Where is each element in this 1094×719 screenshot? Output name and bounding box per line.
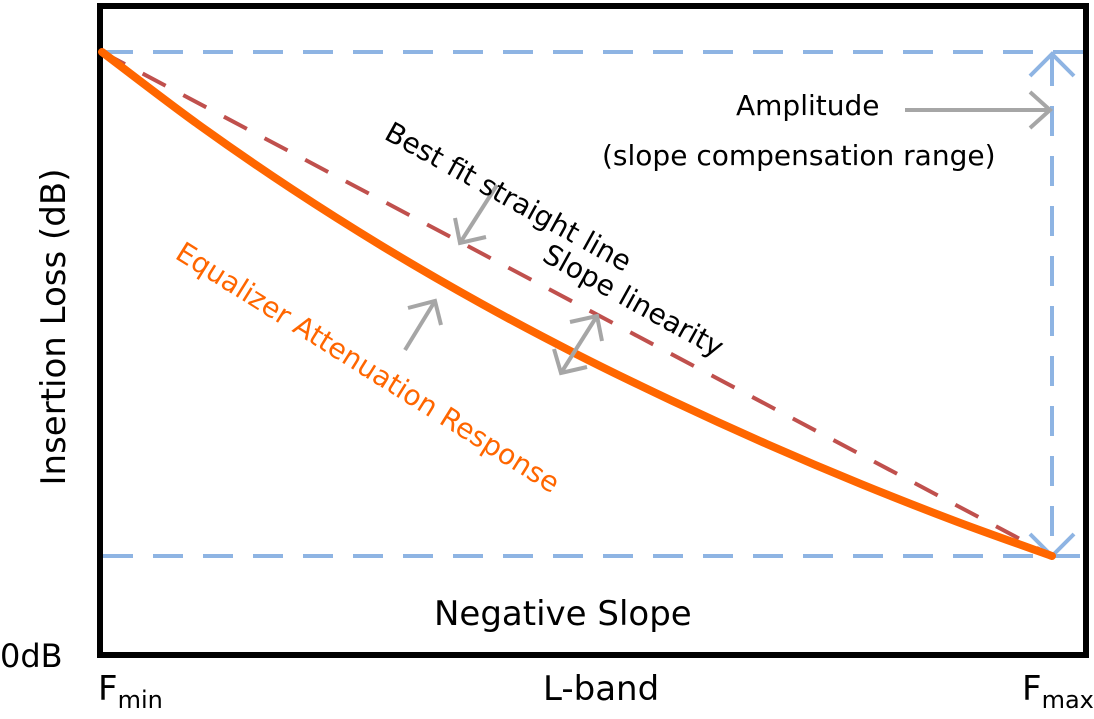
amplitude-note-label: (slope compensation range) bbox=[602, 139, 996, 172]
slope-linearity-arrow bbox=[559, 314, 599, 375]
best-fit-line bbox=[101, 50, 1053, 558]
y-axis-label: Insertion Loss (dB) bbox=[34, 168, 74, 486]
amplitude-label: Amplitude bbox=[736, 89, 880, 122]
slope-linearity-arrowhead-top-icon bbox=[569, 313, 604, 342]
best-fit-arrow bbox=[458, 183, 499, 245]
x-tick-min-main: F bbox=[98, 669, 118, 709]
x-tick-max-sub: max bbox=[1041, 686, 1094, 714]
y-tick-zero: 0dB bbox=[0, 637, 63, 675]
x-axis-label: L-band bbox=[543, 669, 660, 709]
amplitude-arrowhead-top bbox=[1028, 51, 1076, 78]
x-tick-min: Fmin bbox=[98, 669, 163, 712]
x-tick-min-sub: min bbox=[117, 686, 163, 714]
plot-frame bbox=[97, 3, 1089, 658]
amplitude-arrowhead-icon bbox=[1028, 90, 1053, 130]
equalizer-response-curve bbox=[98, 48, 1056, 560]
x-tick-max-main: F bbox=[1022, 669, 1042, 709]
x-tick-max: Fmax bbox=[1022, 669, 1094, 712]
slope-linearity-arrowhead-bottom-icon bbox=[552, 348, 588, 376]
negative-slope-label: Negative Slope bbox=[434, 594, 692, 634]
equalizer-arrow bbox=[403, 299, 437, 352]
best-fit-arrowhead-icon bbox=[453, 217, 487, 246]
equalizer-arrowhead-icon bbox=[407, 298, 443, 326]
